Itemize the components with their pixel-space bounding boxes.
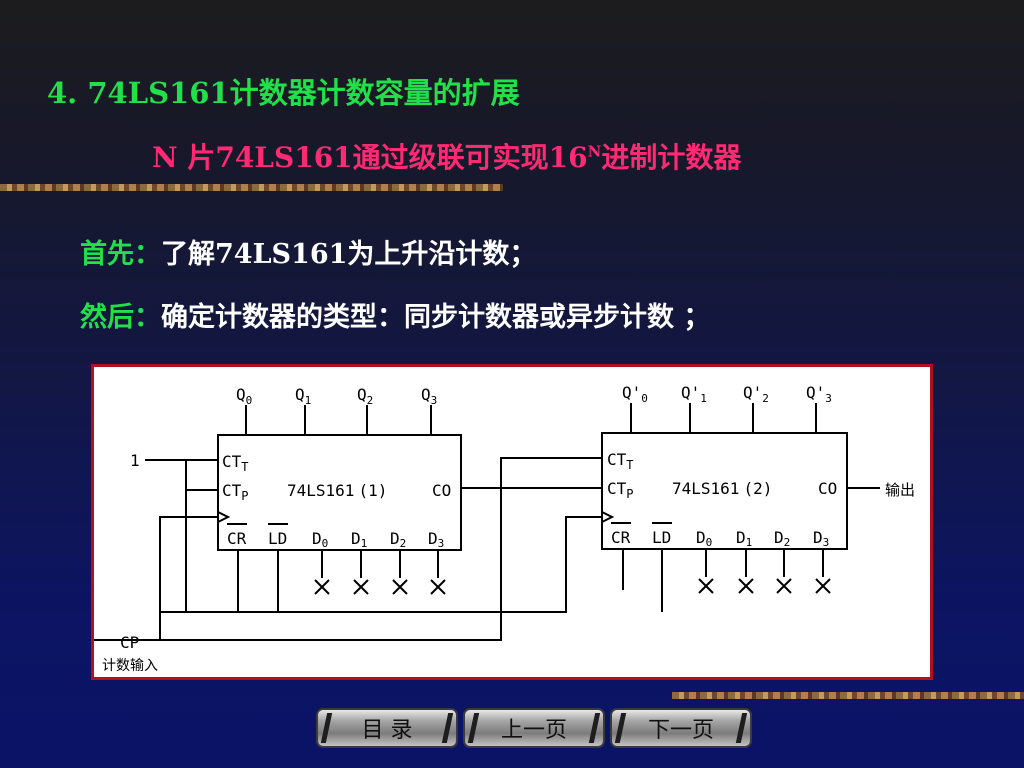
chip1-q-wires	[245, 405, 432, 435]
next-page-button-label: 下一页	[647, 718, 714, 743]
chip2-d-wires	[705, 549, 824, 577]
cp-to-chip2-wire	[160, 516, 602, 613]
chip1-q1-label: Q1	[295, 385, 311, 407]
chip1-co-label: CO	[432, 481, 451, 500]
next-page-button[interactable]: 下一页	[610, 708, 752, 748]
chip1-d-x-marks	[314, 579, 446, 595]
circuit-diagram-panel: 1 Q0 Q1 Q2 Q3 Q'0 Q'1 Q'2 Q'3 CTT CTP 74…	[91, 364, 933, 680]
chip2-ctt-label: CTT	[607, 450, 634, 472]
chip2-d-x-marks	[698, 578, 831, 594]
chip1-ctp-label: CTP	[222, 481, 249, 503]
chip1-q0-label: Q0	[236, 385, 252, 407]
chip1-ctt-label: CTT	[222, 452, 249, 474]
decorative-band-top	[0, 184, 503, 191]
cp2-line	[94, 488, 502, 641]
step-first-label: 首先：	[80, 239, 161, 270]
chip2-cr-ld-wires	[622, 549, 663, 612]
chip2-q-wires	[630, 403, 817, 433]
chip2-d1-label: D1	[736, 528, 752, 549]
slide-subtitle: N 片74LS161通过级联可实现16N进制计数器	[152, 136, 741, 176]
step-then-label: 然后：	[80, 302, 161, 333]
chip1-d1-label: D1	[351, 529, 367, 550]
chip1-q3-label: Q3	[421, 385, 437, 407]
output-label: 输出	[885, 481, 915, 499]
menu-button-label: 目 录	[361, 718, 413, 743]
subtitle-tail: 进制计数器	[601, 141, 742, 174]
chip2-d3-label: D3	[813, 528, 829, 549]
chip2-clock-triangle	[601, 511, 615, 523]
chip1-q2-label: Q2	[357, 385, 373, 407]
chip2-q2-label: Q'2	[743, 383, 769, 405]
circuit-diagram: 1 Q0 Q1 Q2 Q3 Q'0 Q'1 Q'2 Q'3 CTT CTP 74…	[94, 383, 915, 674]
chip1-ld-label: LD	[268, 529, 287, 548]
chip2-cr-label: CR	[611, 528, 631, 547]
step-first-text: 了解74LS161为上升沿计数；	[161, 239, 537, 270]
chip1-name: 74LS161(1)	[287, 481, 387, 500]
cp-sublabel: 计数输入	[102, 658, 158, 674]
chip2-co-label: CO	[818, 479, 837, 498]
prev-page-button[interactable]: 上一页	[463, 708, 605, 748]
overbars	[227, 522, 672, 525]
input-one-wire	[145, 459, 218, 491]
subtitle-superscript: N	[587, 142, 602, 161]
chip1-d-wires	[321, 550, 439, 578]
chip2-q0-label: Q'0	[622, 383, 648, 405]
slide-title: 4. 74LS161计数器计数容量的扩展	[47, 76, 520, 110]
chip1-body	[217, 434, 462, 551]
chip2-q3-label: Q'3	[806, 383, 832, 405]
cp-label: CP	[120, 633, 139, 652]
chip1-d2-label: D2	[390, 529, 406, 550]
chip2-body	[601, 432, 848, 550]
chip1-clock-triangle	[217, 511, 231, 523]
step-then: 然后：确定计数器的类型：同步计数器或异步计数 ；	[80, 295, 710, 334]
step-then-text: 确定计数器的类型：同步计数器或异步计数 ；	[161, 302, 711, 333]
chip2-ctp-label: CTP	[607, 479, 634, 501]
subtitle-main: N 片74LS161通过级联可实现16	[152, 141, 588, 174]
chip2-d2-label: D2	[774, 528, 790, 549]
chip1-cr-label: CR	[227, 529, 247, 548]
chip1-d3-label: D3	[428, 529, 444, 550]
decorative-band-bottom	[672, 692, 1024, 699]
prev-page-button-label: 上一页	[500, 718, 567, 743]
chip1-cr-ld-wires	[237, 550, 279, 612]
input-one-label: 1	[130, 451, 140, 470]
chip1-d0-label: D0	[312, 529, 328, 550]
chip2-q1-label: Q'1	[681, 383, 707, 405]
chip2-name: 74LS161(2)	[672, 479, 772, 498]
co-cascade-wire	[461, 457, 602, 489]
cp-wire	[94, 516, 218, 641]
chip2-ld-label: LD	[652, 528, 671, 547]
chip2-d0-label: D0	[696, 528, 712, 549]
step-first: 首先：了解74LS161为上升沿计数；	[80, 232, 536, 271]
menu-button[interactable]: 目 录	[316, 708, 458, 748]
